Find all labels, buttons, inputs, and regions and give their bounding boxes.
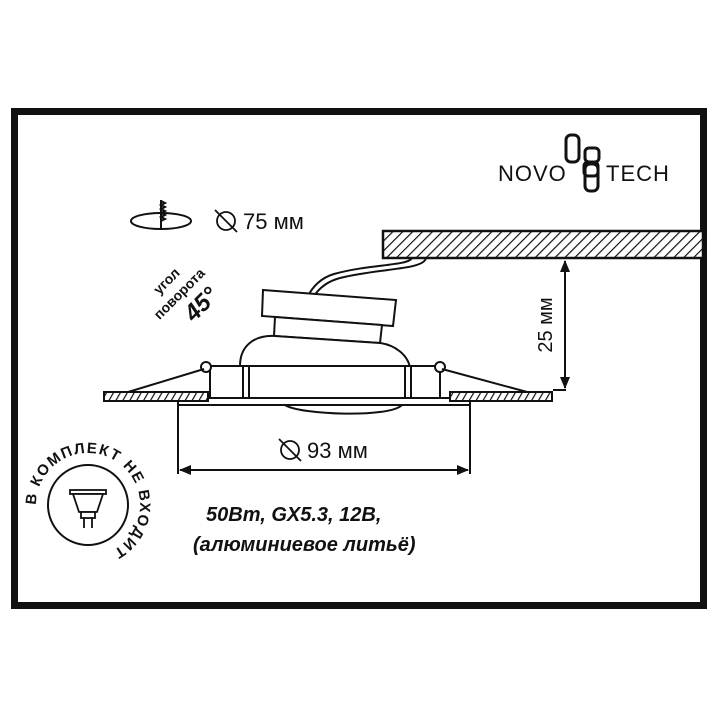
ceiling-section-left (103, 391, 209, 402)
brand-name-left: NOVO (498, 161, 567, 186)
cutout-diameter-value: 75 мм (243, 209, 304, 234)
ceiling-slab (381, 229, 705, 260)
diameter-dimension-label: 93 мм (307, 438, 368, 463)
diameter-symbol-icon (278, 438, 302, 462)
specs-line2: (алюминиевое литьё) (193, 534, 416, 556)
height-dimension-label: 25 мм (535, 297, 557, 352)
fixture-drawing (104, 288, 554, 415)
logo-mark-icon (564, 133, 601, 193)
outer-frame (11, 108, 707, 609)
mr16-lamp-icon (69, 489, 107, 528)
ceiling-section-right (449, 391, 553, 402)
specs-line1: 50Вт, GX5.3, 12В, (206, 504, 381, 526)
novotech-logo: NOVO TECH (498, 133, 670, 193)
rotation-angle-label: угол поворота 45° (150, 264, 224, 327)
diameter-symbol-icon (214, 209, 238, 233)
brand-name-right: TECH (606, 161, 670, 186)
lamp-not-included-badge: В КОМПЛЕКТ НЕ ВХОДИТ (23, 440, 152, 562)
power-wire (313, 257, 427, 297)
ceiling-cutout-saw-icon (130, 200, 192, 230)
